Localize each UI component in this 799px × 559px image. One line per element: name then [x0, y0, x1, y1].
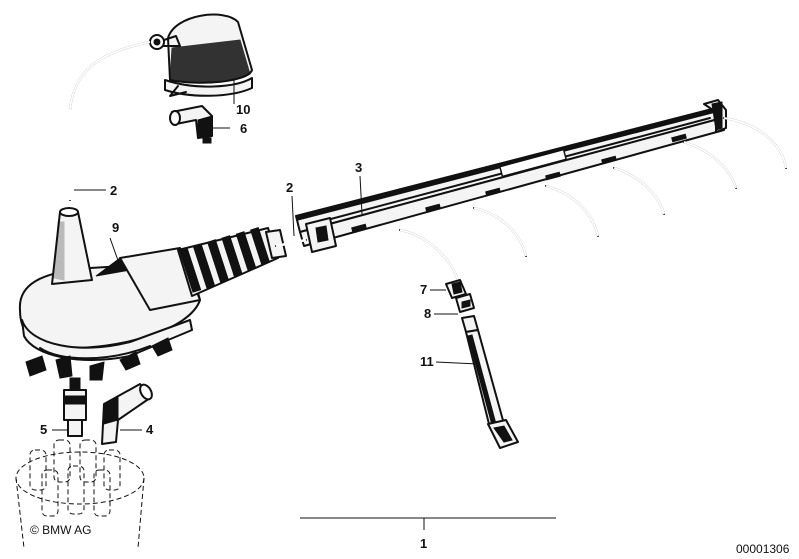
callout-9: 9	[112, 220, 119, 235]
callout-1: 1	[420, 536, 427, 551]
callout-3: 3	[355, 160, 362, 175]
callout-6: 6	[240, 121, 247, 136]
rail-lead-cable	[275, 195, 307, 248]
angled-connector-6	[169, 105, 230, 144]
corrugated-boot	[177, 227, 287, 297]
coil-boot-cap	[149, 13, 253, 104]
callout-8: 8	[424, 306, 431, 321]
spark-plug-connector-11	[435, 315, 519, 449]
callout-10: 10	[236, 102, 250, 117]
angled-connector-4	[101, 383, 153, 445]
distributor-cap-outline	[15, 439, 145, 549]
diagram-number: 00001306	[736, 542, 790, 556]
copyright-label: © BMW AG	[30, 523, 92, 537]
callout-7: 7	[420, 282, 427, 297]
callout-2-rail-lead: 2	[286, 180, 293, 195]
callout-4: 4	[146, 422, 154, 437]
connector-clip-7	[430, 279, 467, 299]
distributor-cover-9	[18, 207, 201, 381]
callout-11: 11	[420, 354, 434, 369]
callout-5: 5	[40, 422, 47, 437]
straight-connector-5	[52, 377, 87, 437]
cable-rail-3	[295, 99, 727, 253]
coil-lead-cable	[69, 41, 151, 201]
connector-ring-8	[434, 293, 475, 315]
callout-2-coil-lead: 2	[110, 183, 117, 198]
